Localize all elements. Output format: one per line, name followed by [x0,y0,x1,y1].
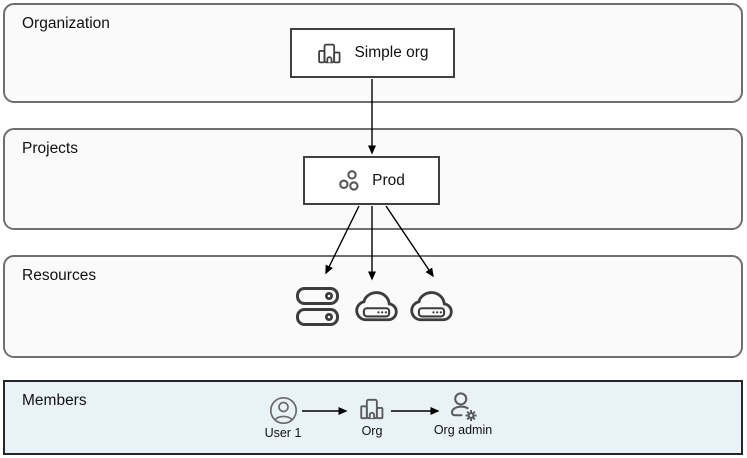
member-admin: Org admin [432,392,494,437]
user-circle-icon [269,396,297,425]
server-stack-icon [296,287,339,326]
member-user-label: User 1 [264,426,302,440]
section-organization: Organization [3,3,743,103]
section-projects-label: Projects [22,140,78,157]
member-user: User 1 [255,396,311,440]
user-admin-gear-icon [450,392,477,422]
member-org-label: Org [361,424,383,438]
org-building-icon [360,398,384,420]
org-building-icon [318,43,341,63]
gear-icon [464,409,477,422]
cloud-server-icon [410,291,453,322]
cloud-server-icon [355,291,398,322]
section-projects: Projects [3,128,743,230]
section-members-label: Members [22,392,87,409]
section-resources-label: Resources [22,267,97,284]
node-simple-org: Simple org [290,28,455,78]
node-prod: Prod [303,156,440,205]
member-admin-label: Org admin [433,423,493,437]
project-dots-icon [339,170,359,191]
node-prod-label: Prod [372,171,405,189]
member-org: Org [344,395,400,438]
node-simple-org-label: Simple org [354,44,429,61]
section-organization-label: Organization [22,15,110,32]
